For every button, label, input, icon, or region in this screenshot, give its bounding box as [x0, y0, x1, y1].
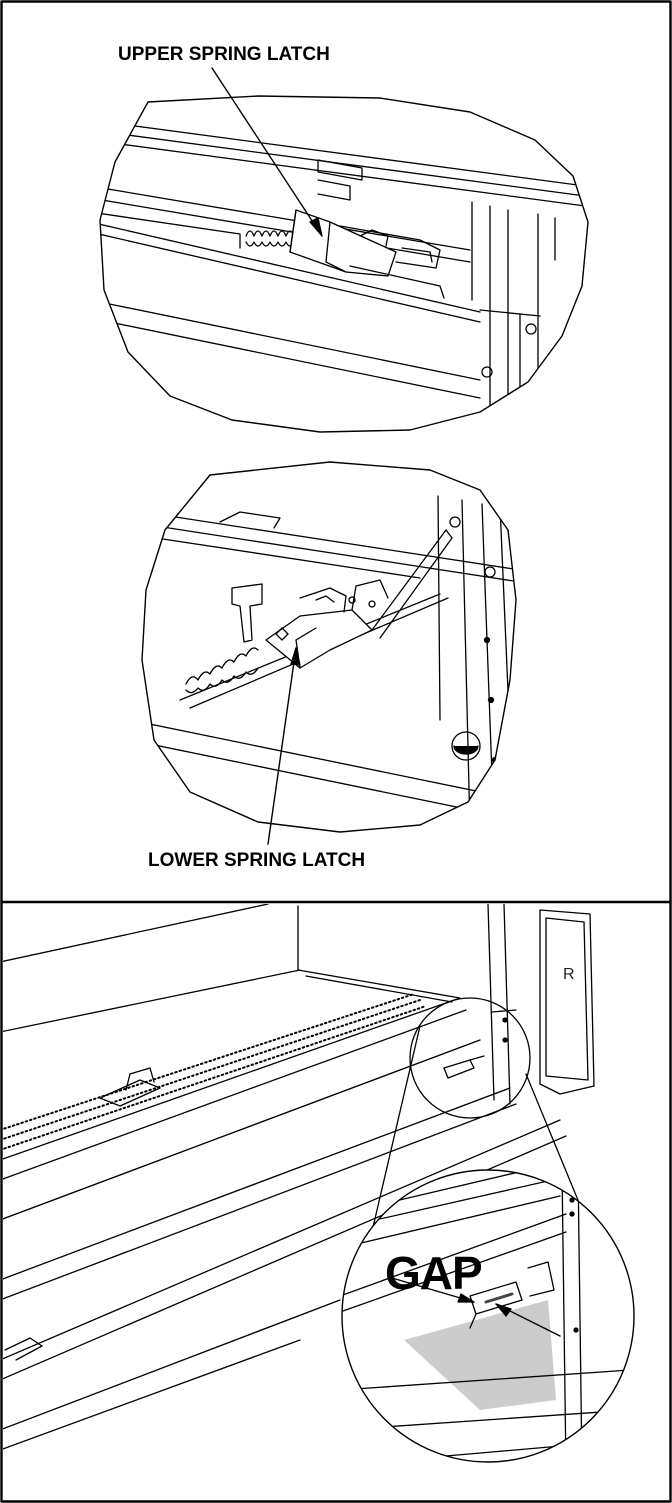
- side-mark-label: R: [563, 966, 575, 983]
- lower-detail-view: [141, 461, 517, 845]
- upper-spring-latch-label: UPPER SPRING LATCH: [118, 44, 330, 65]
- lower-spring-latch-label: LOWER SPRING LATCH: [148, 850, 366, 871]
- magnifier-callout: [341, 997, 635, 1463]
- overview-drawing: [3, 904, 595, 1450]
- magnified-gap-view: [342, 1170, 631, 1462]
- gap-label: GAP: [385, 1247, 483, 1299]
- upper-detail-view: [99, 67, 589, 433]
